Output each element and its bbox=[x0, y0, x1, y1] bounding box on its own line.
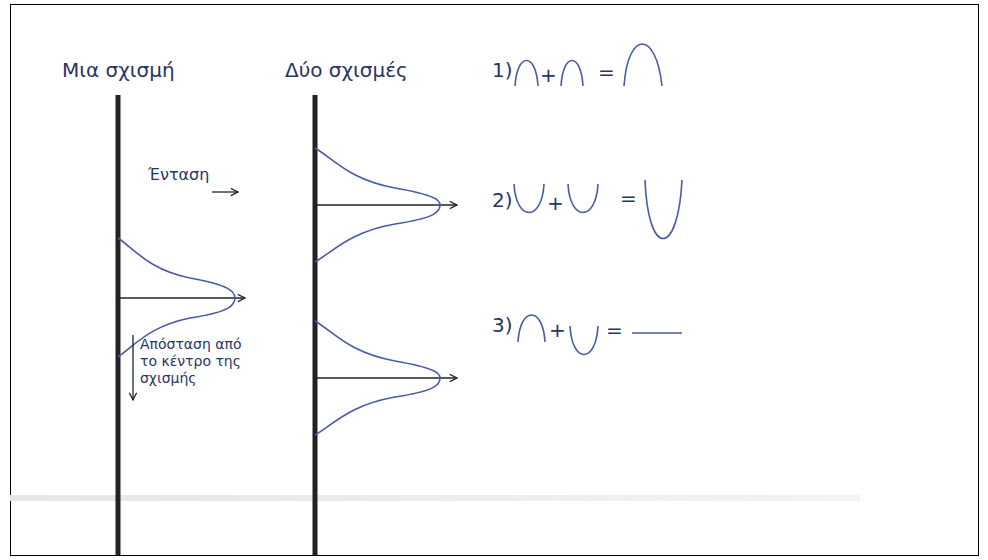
plus-sign: + bbox=[547, 191, 564, 215]
wave-crest bbox=[624, 44, 662, 86]
row-number: 2) bbox=[492, 188, 513, 212]
wave-crest bbox=[518, 315, 545, 342]
plus-sign: + bbox=[549, 318, 566, 342]
wave-crest bbox=[561, 61, 583, 87]
wave-trough bbox=[570, 326, 598, 355]
direction-arrow bbox=[212, 191, 238, 192]
direction-arrow bbox=[132, 335, 133, 400]
row-number: 1) bbox=[492, 58, 513, 82]
intensity-axis bbox=[315, 377, 457, 378]
equals-sign: = bbox=[598, 60, 615, 84]
slit-wall bbox=[313, 95, 318, 555]
grey-band bbox=[10, 495, 860, 501]
flat-line bbox=[632, 332, 682, 334]
panel-heading: Δύο σχισμές bbox=[285, 58, 408, 82]
axis-label: Απόσταση από το κέντρο της σχισμής bbox=[140, 336, 244, 386]
plus-sign: + bbox=[540, 63, 557, 87]
intensity-curve bbox=[315, 148, 440, 262]
wave-crest bbox=[515, 61, 538, 87]
equals-sign: = bbox=[606, 318, 623, 342]
intensity-curve bbox=[315, 321, 440, 435]
axis-label: Ένταση bbox=[148, 165, 209, 184]
row-number: 3) bbox=[492, 313, 513, 337]
equals-sign: = bbox=[620, 186, 637, 210]
intensity-axis bbox=[315, 204, 457, 205]
panel-heading: Μια σχισμή bbox=[62, 58, 175, 82]
slit-wall bbox=[116, 95, 121, 555]
intensity-axis bbox=[118, 297, 245, 298]
wave-trough bbox=[568, 184, 598, 213]
wave-trough bbox=[645, 180, 682, 239]
frame bbox=[11, 5, 979, 556]
wave-trough bbox=[514, 184, 544, 213]
